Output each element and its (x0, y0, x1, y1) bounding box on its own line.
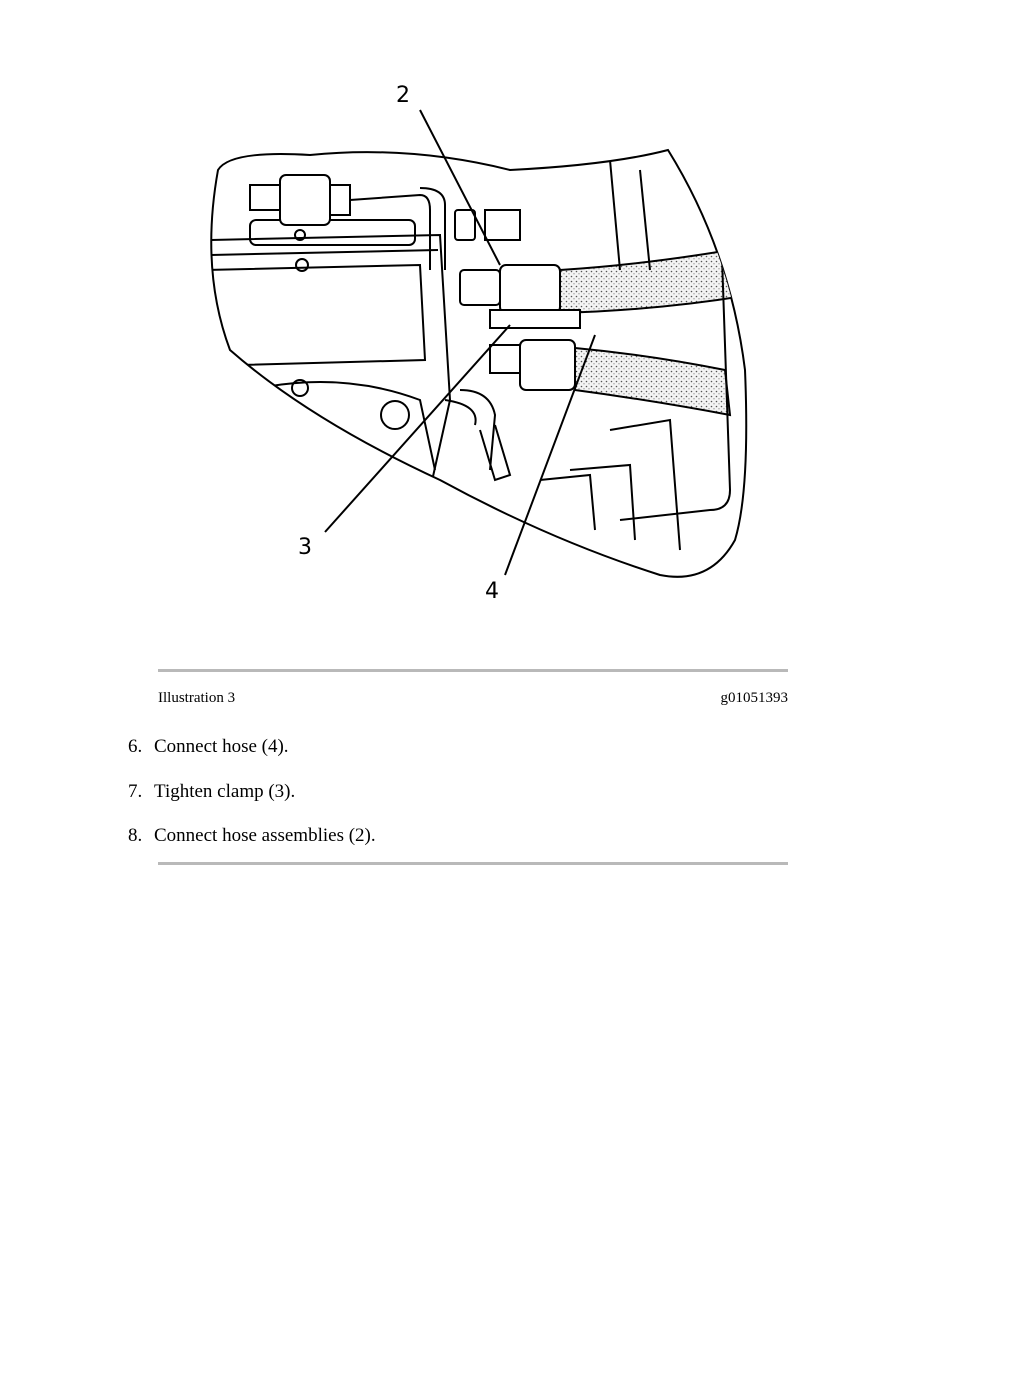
step-number: 6. (128, 736, 143, 757)
step-number: 7. (128, 780, 143, 802)
callout-2: 2 (396, 83, 410, 108)
engine-component-drawing (211, 159, 747, 551)
callout-2-leader (419, 109, 501, 266)
caption-divider-top (158, 669, 788, 672)
step-number: 8. (128, 825, 143, 846)
illustration-frame (210, 148, 748, 578)
step-text: Connect hose assemblies (2). (154, 825, 376, 846)
step-item: 7. Tighten clamp (3). (128, 781, 376, 826)
step-text: Tighten clamp (3). (154, 780, 296, 802)
callout-4-leader (504, 334, 596, 576)
step-item: 8. Connect hose assemblies (2). (128, 825, 376, 870)
callout-3-leader (324, 324, 511, 533)
callout-4: 4 (485, 579, 499, 604)
procedure-steps: 6. Connect hose (4). 7. Tighten clamp (3… (128, 736, 376, 870)
illustration-caption: Illustration 3 g01051393 (158, 690, 788, 712)
hose-connection-illustration: 2 3 4 (190, 70, 760, 610)
step-text: Connect hose (4). (154, 736, 289, 757)
illustration-code: g01051393 (720, 690, 789, 706)
illustration-label: Illustration 3 (158, 690, 236, 706)
step-item: 6. Connect hose (4). (128, 736, 376, 781)
section-divider-bottom (158, 862, 788, 865)
callout-3: 3 (298, 535, 312, 560)
